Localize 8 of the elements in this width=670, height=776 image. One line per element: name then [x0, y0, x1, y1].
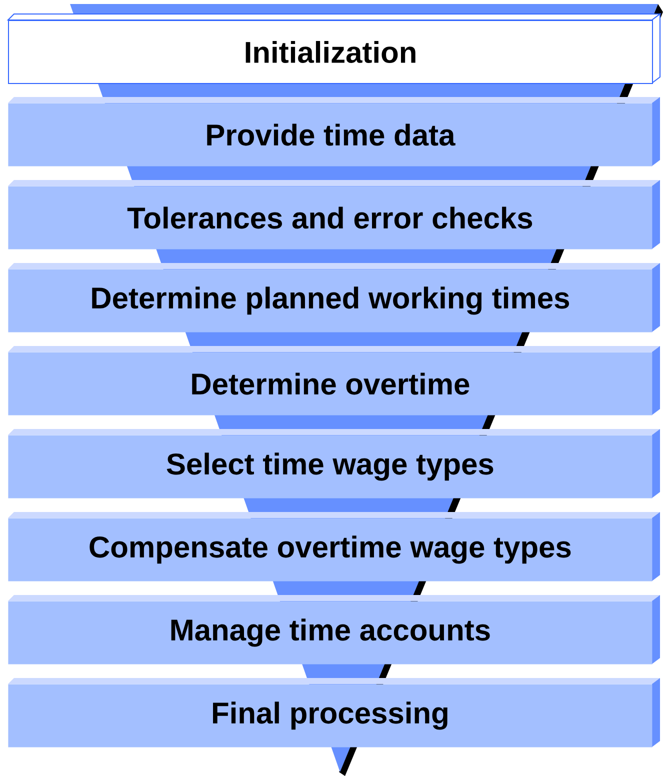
process-bar: Tolerances and error checks — [8, 180, 660, 250]
process-bar: Compensate overtime wage types — [8, 512, 660, 582]
process-bar: Select time wage types — [8, 429, 660, 498]
process-bar: Determine overtime — [8, 346, 660, 416]
process-bar: Final processing — [8, 678, 660, 748]
process-bar: Manage time accounts — [8, 595, 660, 664]
process-bar: Determine planned working times — [8, 263, 660, 332]
process-bar: Provide time data — [8, 97, 660, 166]
